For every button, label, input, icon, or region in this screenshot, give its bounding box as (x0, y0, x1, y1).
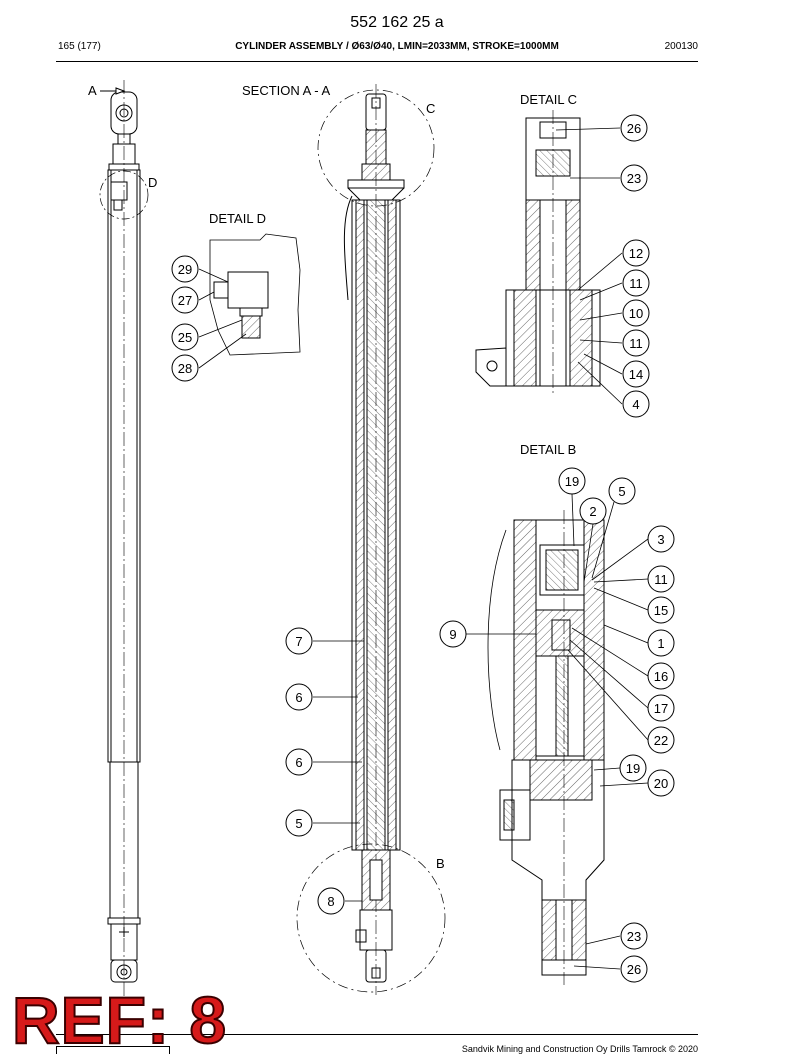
callout-c-12-label: 12 (629, 246, 643, 261)
callout-b-26-label: 26 (627, 962, 641, 977)
callout-b-20: 20 (647, 769, 675, 797)
callout-bubbles: 29 27 25 28 26 23 12 11 10 11 14 4 7 6 6… (171, 114, 675, 983)
callout-s-8-label: 8 (327, 894, 334, 909)
callout-b-1: 1 (647, 629, 675, 657)
callout-b-11-label: 11 (654, 572, 668, 587)
mark-a: A (88, 83, 97, 98)
callout-s-6b: 6 (285, 748, 313, 776)
callout-c-4-label: 4 (632, 397, 639, 412)
callout-b-17: 17 (647, 694, 675, 722)
callout-b-19a: 19 (558, 467, 586, 495)
page-title: CYLINDER ASSEMBLY / Ø63/Ø40, LMIN=2033MM… (235, 41, 559, 52)
callout-b-20-label: 20 (654, 776, 668, 791)
callout-c-11a: 11 (622, 269, 650, 297)
callout-28-label: 28 (178, 361, 192, 376)
cylinder-side-view (99, 80, 149, 1000)
callout-b-2: 2 (579, 497, 607, 525)
footer-logo-box (56, 1046, 170, 1054)
document-number: 552 162 25 a (350, 14, 444, 31)
callout-b-19a-label: 19 (565, 474, 579, 489)
callout-b-2-label: 2 (589, 504, 596, 519)
callout-b-5: 5 (608, 477, 636, 505)
callout-s-5: 5 (285, 809, 313, 837)
callout-b-19b-label: 19 (626, 761, 640, 776)
callout-s-8: 8 (317, 887, 345, 915)
callout-b-11: 11 (647, 565, 675, 593)
callout-s-6a: 6 (285, 683, 313, 711)
callout-27: 27 (171, 286, 199, 314)
ref-stamp: REF: 8 (11, 982, 228, 1058)
callout-25-label: 25 (178, 330, 192, 345)
callout-c-11a-label: 11 (629, 276, 643, 291)
document-date: 200130 (664, 41, 698, 52)
callout-s-6b-label: 6 (295, 755, 302, 770)
callout-s-5-label: 5 (295, 816, 302, 831)
callout-25: 25 (171, 323, 199, 351)
callout-c-10: 10 (622, 299, 650, 327)
callout-c-11b-label: 11 (629, 336, 643, 351)
section-aa-label: SECTION A - A (242, 83, 330, 98)
callout-b-19b: 19 (619, 754, 647, 782)
callout-c-14-label: 14 (629, 367, 643, 382)
detail-c-view (475, 110, 623, 405)
footer-copyright: Sandvik Mining and Construction Oy Drill… (461, 1044, 698, 1054)
callout-c-26: 26 (620, 114, 648, 142)
callout-b-9: 9 (439, 620, 467, 648)
callout-b-23: 23 (620, 922, 648, 950)
callout-28: 28 (171, 354, 199, 382)
callout-c-4: 4 (622, 390, 650, 418)
mark-c: C (426, 101, 435, 116)
callout-c-26-label: 26 (627, 121, 641, 136)
callout-c-23: 23 (620, 164, 648, 192)
view-labels: A D SECTION A - A C B DETAIL C DETAIL D … (88, 83, 577, 871)
callout-b-15: 15 (647, 596, 675, 624)
callout-s-7-label: 7 (295, 634, 302, 649)
callout-b-17-label: 17 (654, 701, 668, 716)
header-rule (56, 61, 698, 62)
callout-c-23-label: 23 (627, 171, 641, 186)
section-aa-view (296, 84, 446, 995)
mark-d: D (148, 175, 157, 190)
callout-b-16-label: 16 (654, 669, 668, 684)
callout-29-label: 29 (178, 262, 192, 277)
callout-b-23-label: 23 (627, 929, 641, 944)
callout-b-3: 3 (647, 525, 675, 553)
detail-b-view (466, 493, 649, 985)
detail-c-label: DETAIL C (520, 92, 577, 107)
callout-b-22: 22 (647, 726, 675, 754)
callout-b-3-label: 3 (657, 532, 664, 547)
detail-b-label: DETAIL B (520, 442, 576, 457)
callout-29: 29 (171, 255, 199, 283)
callout-b-16: 16 (647, 662, 675, 690)
callout-b-9-label: 9 (449, 627, 456, 642)
mark-b: B (436, 856, 445, 871)
callout-c-12: 12 (622, 239, 650, 267)
page-number: 165 (177) (58, 41, 101, 52)
callout-b-5-label: 5 (618, 484, 625, 499)
callout-b-15-label: 15 (654, 603, 668, 618)
callout-s-6a-label: 6 (295, 690, 302, 705)
callout-b-1-label: 1 (657, 636, 664, 651)
callout-b-26: 26 (620, 955, 648, 983)
callout-c-14: 14 (622, 360, 650, 388)
footer-rule (56, 1034, 698, 1035)
detail-d-view (198, 233, 301, 369)
callout-27-label: 27 (178, 293, 192, 308)
callout-c-10-label: 10 (629, 306, 643, 321)
detail-d-label: DETAIL D (209, 211, 266, 226)
callout-b-22-label: 22 (654, 733, 668, 748)
callout-s-7: 7 (285, 627, 313, 655)
callout-c-11b: 11 (622, 329, 650, 357)
